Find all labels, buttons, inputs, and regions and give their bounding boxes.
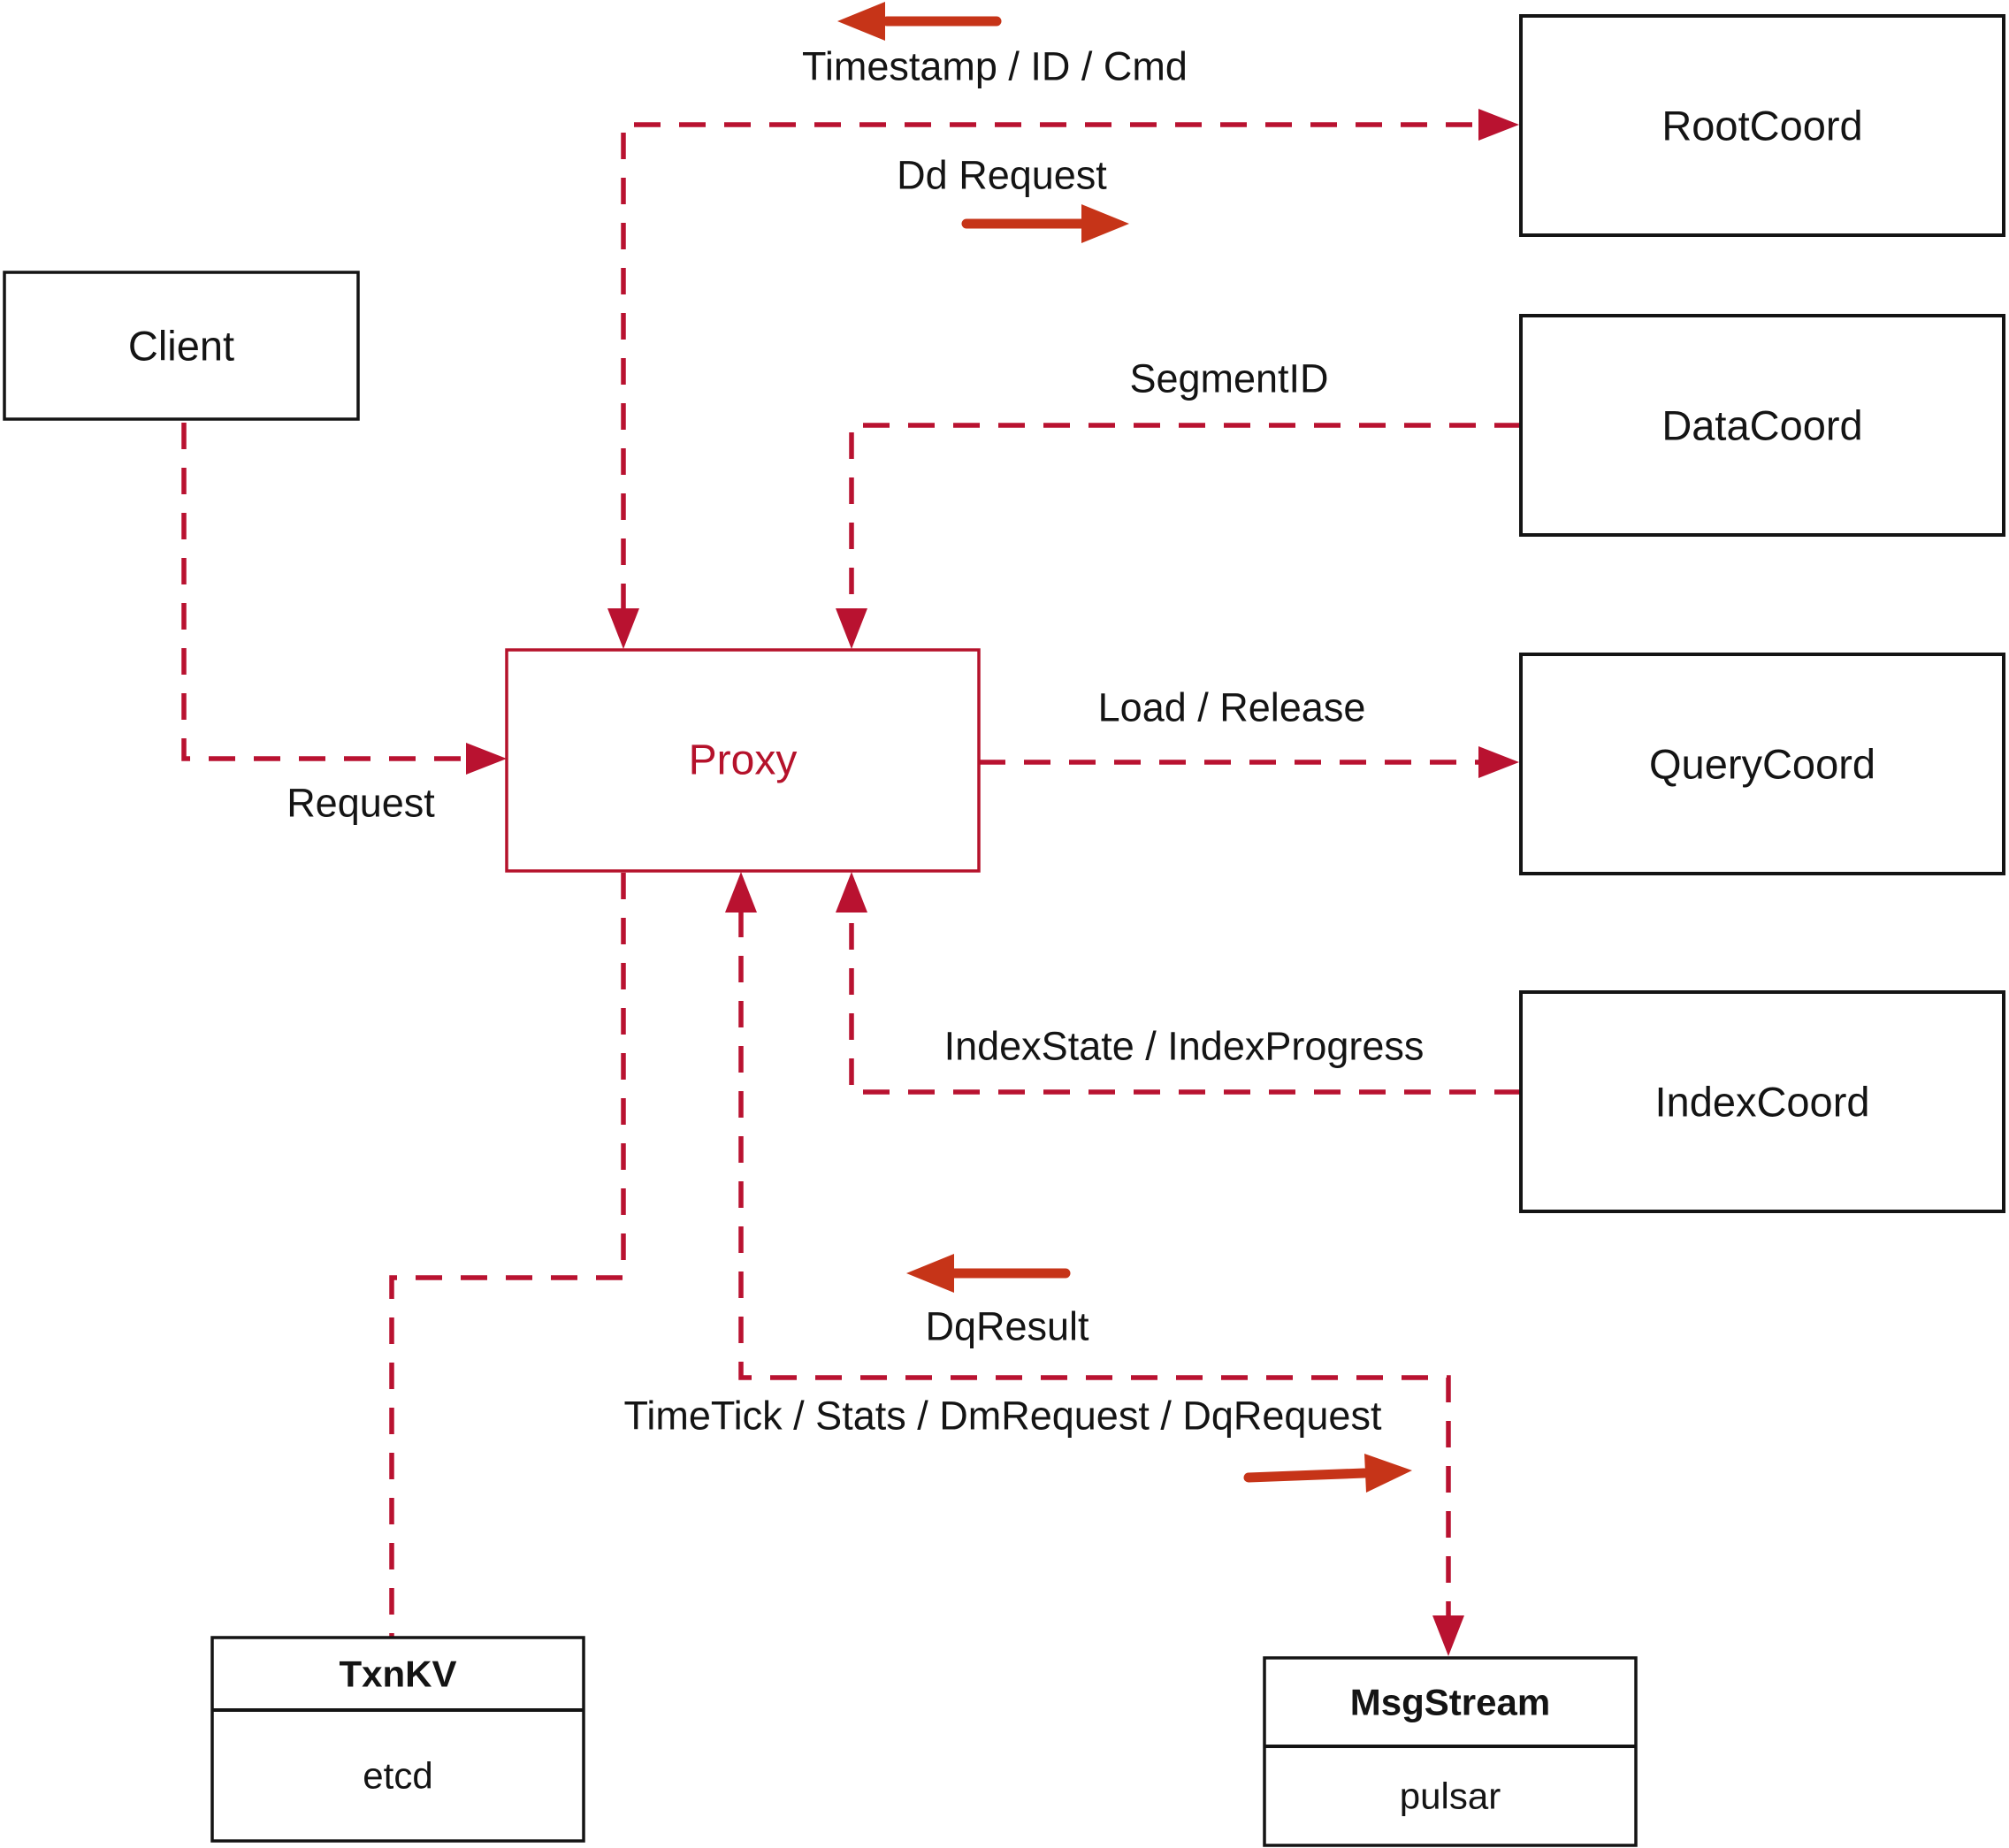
- edge-proxy-rootcoord: [621, 122, 1481, 610]
- indexstate-label: IndexState / IndexProgress: [944, 1024, 1425, 1069]
- load-release-label: Load / Release: [1098, 685, 1366, 730]
- arrowhead-into-proxy-top-right: [836, 608, 867, 649]
- dqresult-label: DqResult: [925, 1304, 1089, 1349]
- arrowhead-into-proxy-left: [466, 743, 507, 775]
- direction-arrow-timestamp-left: [837, 2, 1002, 41]
- arrowhead-into-proxy-top-left: [607, 608, 639, 649]
- node-rootcoord-box: [1519, 14, 2005, 237]
- node-client-box: [3, 271, 360, 421]
- txnkv-title: TxnKV: [339, 1653, 456, 1695]
- arrowhead-into-rootcoord: [1478, 109, 1519, 141]
- request-label: Request: [286, 781, 435, 826]
- rootcoord-label: RootCoord: [1661, 103, 1862, 149]
- indexcoord-label: IndexCoord: [1655, 1079, 1870, 1126]
- node-msgstream-box: [1263, 1656, 1638, 1847]
- direction-arrow-dqresult-left: [906, 1254, 1071, 1293]
- timestamp-id-cmd-label: Timestamp / ID / Cmd: [802, 44, 1188, 89]
- datacoord-label: DataCoord: [1661, 402, 1862, 449]
- arrowhead-into-proxy-bottom-right: [836, 872, 867, 913]
- node-proxy-box: [505, 648, 981, 873]
- proxy-label: Proxy: [689, 737, 798, 784]
- node-txnkv-box: [210, 1636, 585, 1843]
- node-indexcoord-box: [1519, 990, 2005, 1213]
- edge-proxy-msgstream: [738, 911, 1451, 1618]
- direction-arrow-dd-request-right: [961, 204, 1129, 243]
- segmentid-label: SegmentID: [1129, 356, 1328, 401]
- txnkv-impl: etcd: [363, 1755, 432, 1797]
- timetick-label: TimeTick / Stats / DmRequest / DqRequest: [624, 1394, 1382, 1439]
- edge-indexcoord-to-proxy: [849, 911, 1521, 1095]
- msgstream-impl: pulsar: [1400, 1775, 1501, 1817]
- msgstream-title: MsgStream: [1350, 1682, 1550, 1723]
- dd-request-label: Dd Request: [897, 153, 1107, 198]
- edge-proxy-to-txnkv: [389, 873, 626, 1638]
- arrowhead-into-querycoord: [1478, 746, 1519, 778]
- edge-client-to-proxy: [181, 423, 469, 761]
- client-label: Client: [128, 323, 234, 370]
- querycoord-label: QueryCoord: [1649, 741, 1875, 788]
- direction-arrow-timetick-right: [1243, 1454, 1412, 1493]
- edge-datacoord-to-proxy: [849, 423, 1521, 610]
- arrowhead-into-msgstream: [1432, 1615, 1464, 1656]
- arrowhead-into-proxy-bottom-mid: [725, 872, 757, 913]
- node-datacoord-box: [1519, 314, 2005, 537]
- node-querycoord-box: [1519, 653, 2005, 875]
